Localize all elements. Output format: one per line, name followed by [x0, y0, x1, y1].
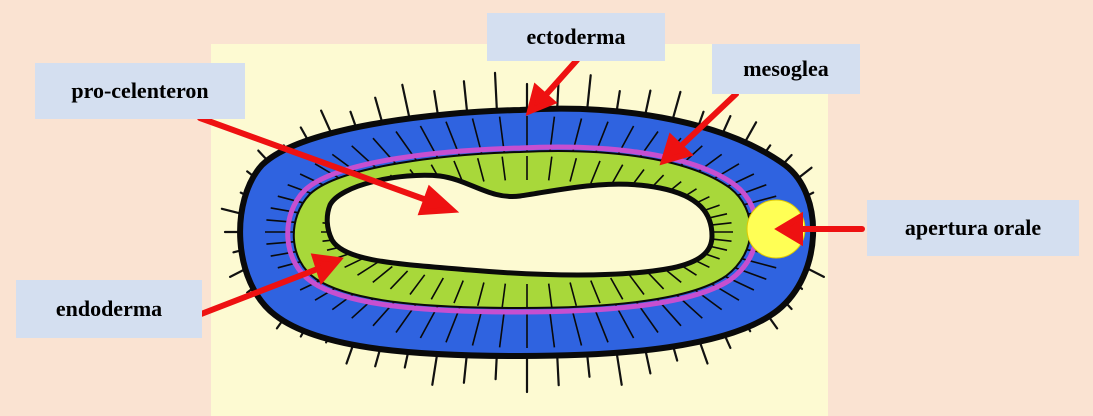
label-apertura-orale: apertura orale — [867, 200, 1079, 256]
arrow-ectoderma — [543, 60, 577, 98]
cilium — [495, 73, 497, 113]
label-pro-celenteron: pro-celenteron — [35, 63, 245, 119]
label-endoderma: endoderma — [16, 280, 202, 338]
label-mesoglea: mesoglea — [712, 44, 860, 94]
label-ectoderma: ectoderma — [487, 13, 665, 61]
